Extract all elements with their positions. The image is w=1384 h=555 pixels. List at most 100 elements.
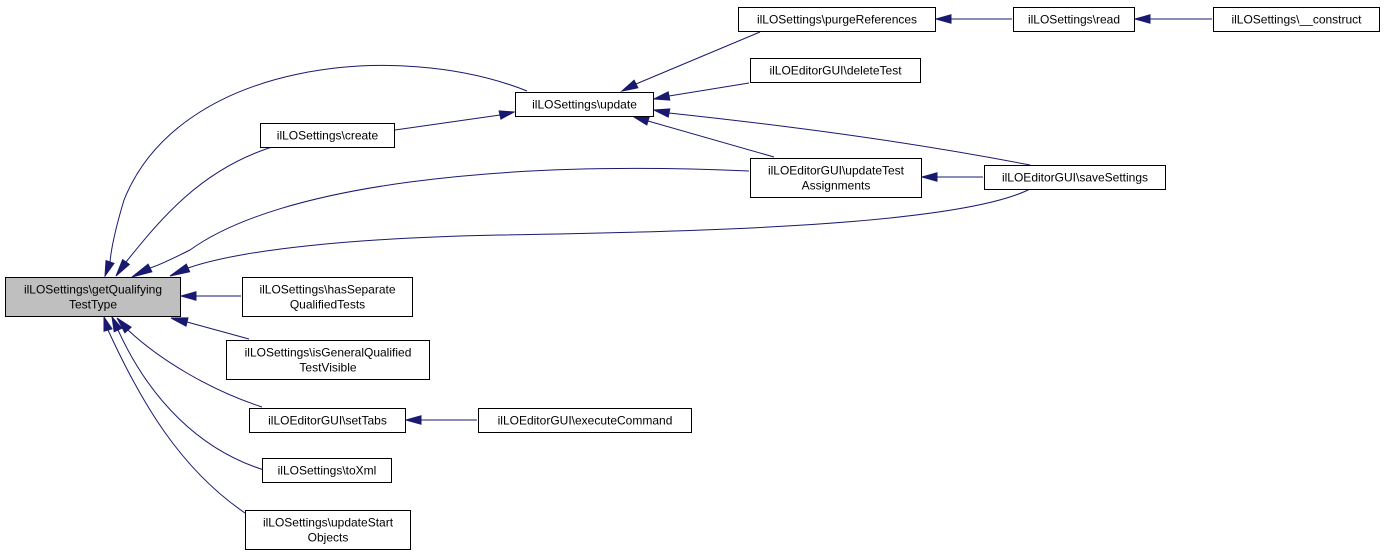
edge-executeCommand-to-setTabs — [404, 415, 477, 425]
node-box — [249, 408, 406, 433]
node-isGeneral[interactable]: ilLOSettings\isGeneralQualifiedTestVisib… — [226, 340, 430, 380]
node-label-line: ilLOSettings\hasSeparate — [259, 283, 395, 297]
edge-saveSettings-to-update — [652, 108, 1031, 166]
node-construct[interactable]: ilLOSettings\__construct — [1213, 7, 1380, 32]
node-box — [1013, 7, 1135, 32]
edge-create-to-update — [394, 110, 516, 131]
node-update[interactable]: ilLOSettings\update — [515, 92, 654, 117]
edge-updateTestAssign-to-root — [131, 168, 750, 278]
arrow-head-icon — [115, 258, 131, 277]
node-box — [738, 7, 936, 32]
edge-updateStart-to-root — [103, 315, 249, 516]
node-box — [226, 340, 430, 380]
arrow-head-icon — [179, 291, 197, 301]
node-box — [515, 92, 654, 117]
arrow-head-icon — [103, 315, 113, 332]
edge-line — [107, 329, 249, 516]
node-read[interactable]: ilLOSettings\read — [1013, 7, 1135, 32]
node-label-line: ilLOSettings\create — [277, 129, 379, 143]
edge-line — [109, 65, 528, 263]
edge-updateTestAssign-to-update — [632, 116, 775, 158]
node-label-line: ilLOEditorGUI\saveSettings — [1002, 171, 1148, 185]
node-deleteTest[interactable]: ilLOEditorGUI\deleteTest — [750, 58, 921, 83]
node-label-line: Objects — [308, 531, 349, 545]
nodes-layer: ilLOSettings\getQualifyingTestTypeilLOSe… — [5, 7, 1380, 550]
node-saveSettings[interactable]: ilLOEditorGUI\saveSettings — [984, 165, 1166, 190]
node-box — [478, 408, 692, 433]
node-box — [260, 123, 395, 148]
node-toXml[interactable]: ilLOSettings\toXml — [262, 458, 392, 483]
edge-create-to-root — [115, 146, 273, 277]
arrow-head-icon — [170, 317, 189, 327]
node-create[interactable]: ilLOSettings\create — [260, 123, 395, 148]
edge-isGeneral-to-root — [170, 317, 250, 340]
edge-toXml-to-root — [111, 315, 265, 471]
edge-line — [647, 120, 775, 158]
node-label-line: Assignments — [802, 179, 871, 193]
node-box — [1213, 7, 1380, 32]
edge-saveSettings-to-updateTestAssign — [920, 172, 983, 182]
arrow-head-icon — [632, 116, 650, 126]
node-executeCommand[interactable]: ilLOEditorGUI\executeCommand — [478, 408, 692, 433]
edge-hasSeparate-to-root — [179, 291, 241, 301]
arrow-head-icon — [1133, 14, 1151, 24]
node-purge[interactable]: ilLOSettings\purgeReferences — [738, 7, 936, 32]
edge-saveSettings-to-root — [169, 188, 1031, 277]
node-label-line: ilLOSettings\update — [532, 98, 637, 112]
edge-line — [635, 31, 761, 85]
edges-layer — [103, 14, 1212, 516]
arrow-head-icon — [920, 172, 938, 182]
node-label-line: ilLOEditorGUI\updateTest — [768, 164, 905, 178]
arrow-head-icon — [169, 263, 191, 277]
node-label-line: QualifiedTests — [290, 298, 365, 312]
arrow-head-icon — [111, 315, 123, 333]
node-box — [750, 58, 921, 83]
edge-update-to-root — [104, 65, 528, 278]
edge-setTabs-to-root — [116, 317, 263, 408]
edge-line — [186, 321, 250, 340]
node-box — [242, 277, 413, 317]
edge-line — [187, 188, 1031, 269]
node-box — [5, 277, 181, 317]
arrow-head-icon — [116, 317, 132, 334]
node-box — [262, 458, 392, 483]
arrow-head-icon — [652, 91, 671, 101]
arrow-head-icon — [620, 79, 639, 92]
node-label-line: ilLOSettings\toXml — [278, 464, 377, 478]
node-box — [750, 158, 922, 198]
edge-line — [668, 112, 1031, 166]
edge-deleteTest-to-update — [652, 82, 750, 101]
node-label-line: TestVisible — [299, 361, 356, 375]
arrow-head-icon — [104, 259, 115, 278]
node-label-line: ilLOSettings\purgeReferences — [757, 13, 917, 27]
arrow-head-icon — [934, 14, 952, 24]
node-label-line: ilLOSettings\getQualifying — [24, 283, 162, 297]
edge-line — [668, 82, 750, 97]
node-setTabs[interactable]: ilLOEditorGUI\setTabs — [249, 408, 406, 433]
node-box — [984, 165, 1166, 190]
edge-read-to-purge — [934, 14, 1012, 24]
arrow-head-icon — [652, 108, 671, 118]
edge-purge-to-update — [620, 31, 761, 92]
edge-construct-to-read — [1133, 14, 1212, 24]
edge-line — [394, 114, 501, 131]
node-label-line: ilLOSettings\__construct — [1231, 13, 1362, 27]
node-label-line: ilLOSettings\read — [1028, 13, 1120, 27]
edge-line — [117, 329, 265, 471]
edge-line — [125, 146, 273, 263]
arrow-head-icon — [131, 263, 153, 278]
arrow-head-icon — [498, 110, 516, 120]
node-label-line: ilLOSettings\isGeneralQualified — [245, 346, 412, 360]
node-label-line: ilLOSettings\updateStart — [263, 516, 394, 530]
edge-line — [127, 329, 263, 408]
arrow-head-icon — [404, 415, 422, 425]
node-box — [245, 510, 411, 550]
node-label-line: ilLOEditorGUI\setTabs — [268, 414, 387, 428]
node-label-line: TestType — [69, 298, 117, 312]
edge-line — [149, 168, 750, 269]
